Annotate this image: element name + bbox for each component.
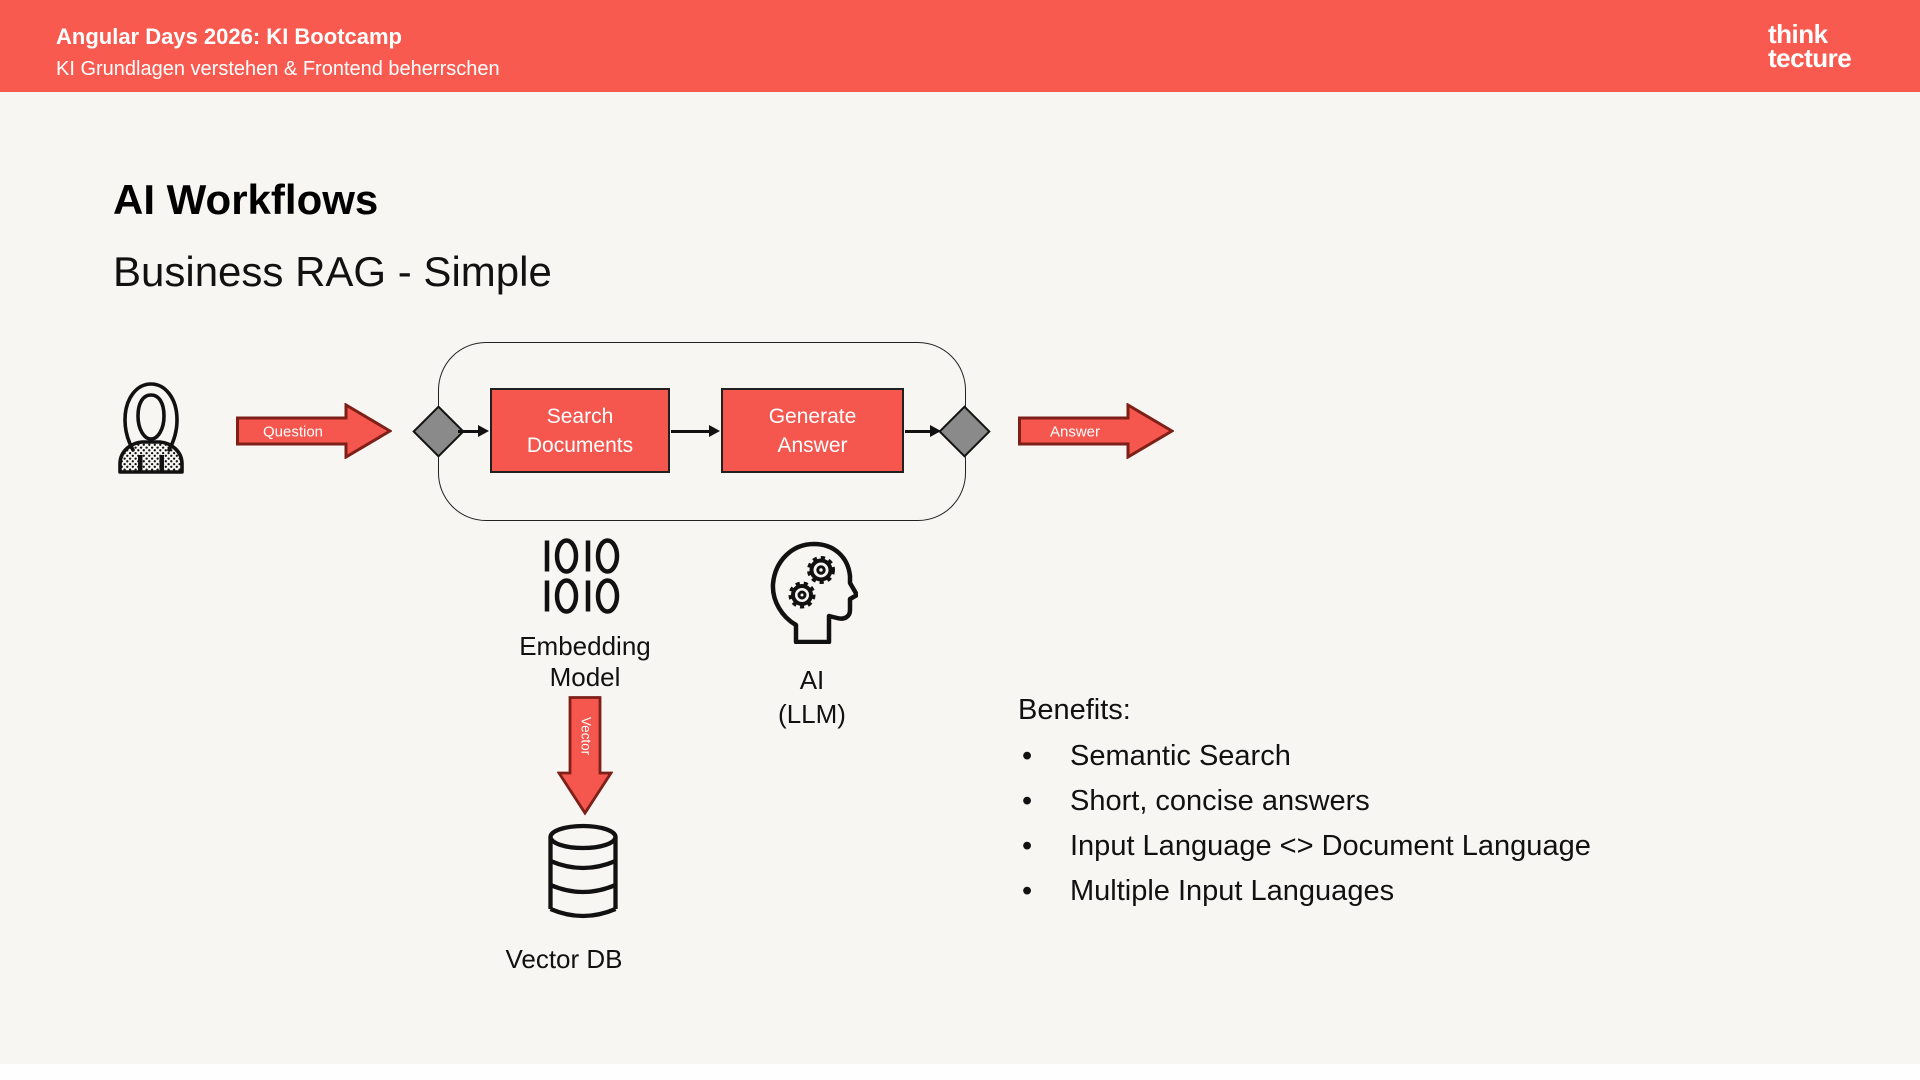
question-arrow-label: Question [263,424,323,441]
binary-1010-icon [544,538,620,614]
event-subtitle: KI Grundlagen verstehen & Frontend beher… [56,58,500,80]
step-label-line-1: Generate [768,404,857,428]
benefit-item: Semantic Search [1018,734,1718,779]
embedding-model-label: Embedding Model [495,631,675,693]
step-label-line-2: Documents [526,433,634,457]
head-with-gears-icon [770,541,858,644]
vector-arrow: Vector [557,696,613,816]
vector-arrow-label: Vector [578,717,593,756]
benefit-item: Multiple Input Languages [1018,869,1718,914]
logo-line-1: think [1768,19,1828,49]
step-label-line-1: Search [546,404,614,428]
bottom-margin-strip [0,1064,1920,1080]
answer-arrow-label: Answer [1050,424,1100,441]
flow-arrow [671,430,710,433]
database-cylinder-icon [548,823,618,919]
logo-line-2: tecture [1768,43,1852,73]
woman-user-icon [118,382,184,474]
event-title: Angular Days 2026: KI Bootcamp [56,24,402,49]
header-bar: Angular Days 2026: KI Bootcamp KI Grundl… [0,0,1920,92]
page-title: AI Workflows [113,176,379,223]
embedding-label-line-2: Model [549,662,621,692]
benefit-item: Input Language <> Document Language [1018,824,1718,869]
question-arrow: Question [236,403,392,459]
step-label-line-2: Answer [777,433,848,457]
step-generate-answer: Generate Answer [721,388,904,473]
flow-arrow [905,430,931,433]
answer-arrow: Answer [1018,403,1174,459]
benefits-section: Benefits: Semantic Search Short, concise… [1018,692,1718,914]
ai-label-line-2: (LLM) [778,699,846,729]
step-search-documents: Search Documents [490,388,670,473]
vector-db-label: Vector DB [505,944,623,974]
benefits-list: Semantic Search Short, concise answers I… [1018,734,1718,914]
benefits-heading: Benefits: [1018,694,1131,726]
ai-label-line-1: AI [799,665,825,695]
thinktecture-logo: think tecture [1768,19,1852,73]
flow-arrow [458,430,479,433]
page-subtitle: Business RAG - Simple [113,248,552,295]
embedding-label-line-1: Embedding [519,631,651,661]
benefit-item: Short, concise answers [1018,779,1718,824]
ai-llm-label: AI (LLM) [722,663,902,731]
